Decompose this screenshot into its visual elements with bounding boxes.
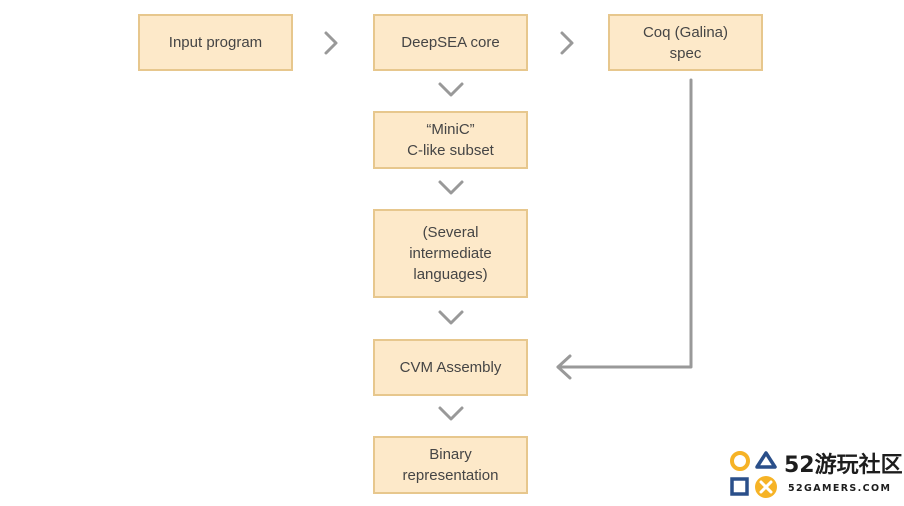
edge-core-to-coq xyxy=(560,31,574,55)
node-intermediate-line-3: languages) xyxy=(413,266,488,283)
node-input-program: Input program xyxy=(138,14,293,71)
node-binary-representation: Binary representation xyxy=(373,436,528,494)
node-cvm-assembly: CVM Assembly xyxy=(373,339,528,396)
node-input-program-label: Input program xyxy=(168,34,263,51)
node-intermediate-languages: (Several intermediate languages) xyxy=(373,209,528,298)
node-binary-line-1: Binary xyxy=(429,446,472,463)
edge-minic-to-intermediate xyxy=(438,180,464,195)
playstation-shapes-icon xyxy=(730,451,777,498)
node-coq-spec: Coq (Galina) spec xyxy=(608,14,763,71)
watermark-url: 52GAMERS.COM xyxy=(788,483,892,494)
edge-core-to-minic xyxy=(438,82,464,97)
node-cvm-assembly-label: CVM Assembly xyxy=(399,359,502,376)
node-coq-spec-line-1: Coq (Galina) xyxy=(642,23,729,41)
edge-input-to-core xyxy=(324,31,338,55)
edge-intermediate-to-cvm xyxy=(438,310,464,325)
node-intermediate-line-2: intermediate xyxy=(409,245,492,262)
edge-coq-to-cvm xyxy=(556,78,693,369)
node-coq-spec-line-2: spec xyxy=(669,44,702,62)
node-intermediate-line-1: (Several xyxy=(422,224,479,241)
edge-cvm-to-binary xyxy=(438,406,464,421)
watermark-logo: 52游玩社区 52GAMERS.COM xyxy=(728,447,904,501)
node-minic-line-1: “MiniC” xyxy=(426,121,475,138)
node-binary-line-2: representation xyxy=(402,467,499,484)
node-deepsea-core-label: DeepSEA core xyxy=(401,34,500,51)
node-deepsea-core: DeepSEA core xyxy=(373,14,528,71)
edge-coq-to-cvm-arrowhead xyxy=(556,354,572,380)
node-minic: “MiniC” C-like subset xyxy=(373,111,528,169)
node-minic-line-2: C-like subset xyxy=(407,142,494,159)
watermark-logo-text: 52游玩社区 xyxy=(784,453,903,478)
